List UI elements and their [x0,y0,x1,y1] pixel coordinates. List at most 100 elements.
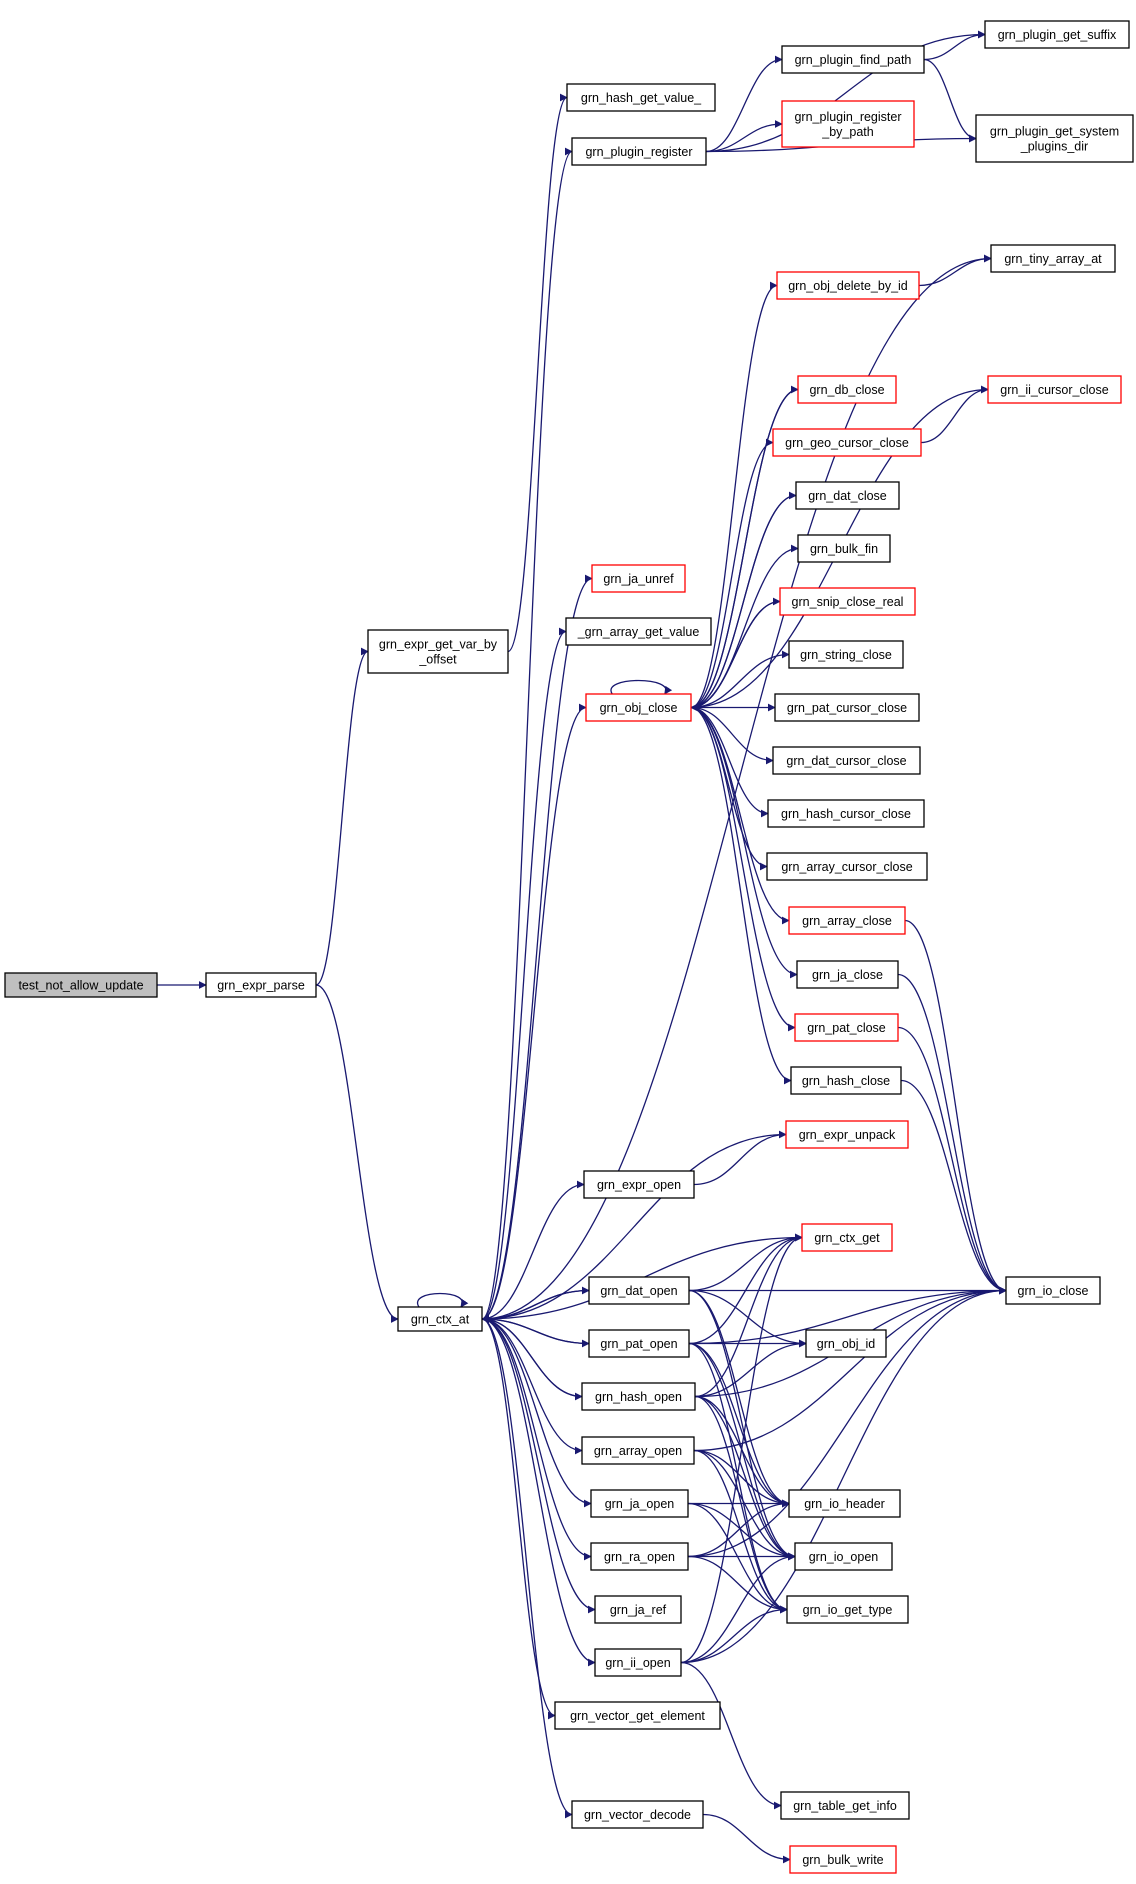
node-box[interactable] [790,1066,902,1095]
node-grn-io-header[interactable]: grn_io_header [788,1489,901,1518]
node-box[interactable] [772,746,921,775]
node-box[interactable] [788,1489,901,1518]
node-grn-bulk-write[interactable]: grn_bulk_write [789,1845,897,1874]
node-grn-ctx-get[interactable]: grn_ctx_get [801,1223,893,1252]
node-grn-table-get-info[interactable]: grn_table_get_info [780,1791,910,1820]
node-box[interactable] [591,564,686,593]
node-grn-dat-cursor-close[interactable]: grn_dat_cursor_close [772,746,921,775]
node-grn-obj-close[interactable]: grn_obj_close [585,693,692,722]
node-grn-obj-delete-by-id[interactable]: grn_obj_delete_by_id [776,271,920,300]
node-grn-plugin-get-system-plugins-dir[interactable]: grn_plugin_get_system_plugins_dir [975,114,1134,163]
node-box[interactable] [788,640,904,669]
node-grn-obj-id[interactable]: grn_obj_id [805,1329,887,1358]
node-grn-tiny-array-at[interactable]: grn_tiny_array_at [990,244,1116,273]
node-box[interactable] [4,972,158,998]
node-grn-array-open[interactable]: grn_array_open [581,1436,695,1465]
node-box[interactable] [590,1542,689,1571]
node-box[interactable] [779,587,916,616]
node-box[interactable] [797,375,897,404]
node-grn-array-cursor-close[interactable]: grn_array_cursor_close [766,852,928,881]
node-grn-array-get-value[interactable]: _grn_array_get_value [565,617,712,646]
node-box[interactable] [588,1329,690,1358]
node-grn-io-close[interactable]: grn_io_close [1005,1276,1101,1305]
node-box[interactable] [585,693,692,722]
node-box[interactable] [781,45,925,74]
node-box[interactable] [984,20,1130,49]
node-box[interactable] [772,428,922,457]
node-grn-plugin-register[interactable]: grn_plugin_register [571,137,707,166]
node-grn-io-open[interactable]: grn_io_open [794,1542,893,1571]
node-grn-pat-cursor-close[interactable]: grn_pat_cursor_close [774,693,920,722]
node-box[interactable] [789,1845,897,1874]
node-box[interactable] [571,137,707,166]
node-grn-pat-close[interactable]: grn_pat_close [794,1013,899,1042]
node-grn-hash-cursor-close[interactable]: grn_hash_cursor_close [767,799,925,828]
node-grn-geo-cursor-close[interactable]: grn_geo_cursor_close [772,428,922,457]
node-grn-db-close[interactable]: grn_db_close [797,375,897,404]
node-box[interactable] [1005,1276,1101,1305]
node-grn-ctx-at[interactable]: grn_ctx_at [397,1306,483,1332]
node-box[interactable] [554,1701,721,1730]
node-box[interactable] [805,1329,887,1358]
node-grn-hash-get-value-[interactable]: grn_hash_get_value_ [566,83,716,112]
node-box[interactable] [795,481,900,510]
node-box[interactable] [797,534,891,563]
node-grn-expr-get-var-by-offset[interactable]: grn_expr_get_var_by_offset [367,629,509,674]
node-grn-io-get-type[interactable]: grn_io_get_type [786,1595,909,1624]
node-grn-plugin-register-by-path[interactable]: grn_plugin_register_by_path [781,100,915,148]
node-grn-expr-parse[interactable]: grn_expr_parse [205,972,317,998]
node-grn-ja-open[interactable]: grn_ja_open [590,1489,689,1518]
node-box[interactable] [590,1489,689,1518]
node-grn-array-close[interactable]: grn_array_close [788,906,906,935]
node-grn-bulk-fin[interactable]: grn_bulk_fin [797,534,891,563]
node-box[interactable] [794,1013,899,1042]
node-grn-ii-cursor-close[interactable]: grn_ii_cursor_close [987,375,1122,404]
node-box[interactable] [583,1170,695,1199]
node-box[interactable] [397,1306,483,1332]
node-box[interactable] [975,114,1134,163]
node-box[interactable] [588,1276,690,1305]
node-box[interactable] [566,83,716,112]
node-box[interactable] [571,1800,704,1829]
node-box[interactable] [786,1595,909,1624]
node-box[interactable] [367,629,509,674]
node-box[interactable] [781,100,915,148]
node-grn-hash-open[interactable]: grn_hash_open [581,1382,696,1411]
node-test-not-allow-update[interactable]: test_not_allow_update [4,972,158,998]
node-box[interactable] [565,617,712,646]
node-grn-expr-open[interactable]: grn_expr_open [583,1170,695,1199]
node-box[interactable] [987,375,1122,404]
node-grn-dat-open[interactable]: grn_dat_open [588,1276,690,1305]
node-box[interactable] [767,799,925,828]
node-box[interactable] [594,1648,682,1677]
node-box[interactable] [594,1595,682,1624]
node-box[interactable] [990,244,1116,273]
node-grn-ja-unref[interactable]: grn_ja_unref [591,564,686,593]
node-grn-dat-close[interactable]: grn_dat_close [795,481,900,510]
node-box[interactable] [581,1436,695,1465]
node-box[interactable] [774,693,920,722]
node-box[interactable] [766,852,928,881]
node-grn-plugin-get-suffix[interactable]: grn_plugin_get_suffix [984,20,1130,49]
node-grn-vector-decode[interactable]: grn_vector_decode [571,1800,704,1829]
node-grn-ra-open[interactable]: grn_ra_open [590,1542,689,1571]
node-box[interactable] [794,1542,893,1571]
node-box[interactable] [801,1223,893,1252]
node-box[interactable] [581,1382,696,1411]
node-grn-hash-close[interactable]: grn_hash_close [790,1066,902,1095]
node-box[interactable] [796,960,899,989]
node-grn-ii-open[interactable]: grn_ii_open [594,1648,682,1677]
node-grn-pat-open[interactable]: grn_pat_open [588,1329,690,1358]
node-box[interactable] [785,1120,909,1149]
node-grn-plugin-find-path[interactable]: grn_plugin_find_path [781,45,925,74]
node-grn-snip-close-real[interactable]: grn_snip_close_real [779,587,916,616]
node-grn-ja-close[interactable]: grn_ja_close [796,960,899,989]
node-box[interactable] [205,972,317,998]
node-grn-expr-unpack[interactable]: grn_expr_unpack [785,1120,909,1149]
node-box[interactable] [788,906,906,935]
node-grn-ja-ref[interactable]: grn_ja_ref [594,1595,682,1624]
node-grn-vector-get-element[interactable]: grn_vector_get_element [554,1701,721,1730]
node-box[interactable] [776,271,920,300]
node-grn-string-close[interactable]: grn_string_close [788,640,904,669]
node-box[interactable] [780,1791,910,1820]
